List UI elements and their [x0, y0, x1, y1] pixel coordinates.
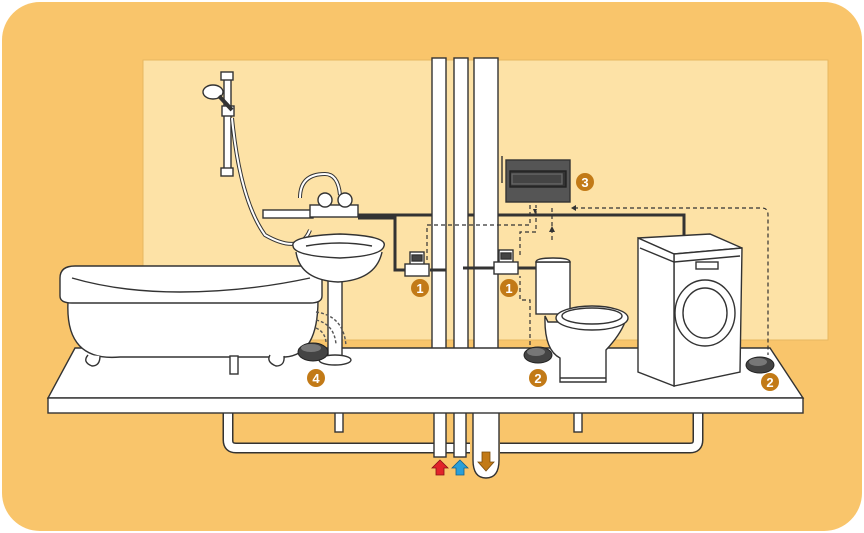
washing-machine: [637, 233, 743, 388]
badge-label: 1: [416, 281, 423, 296]
mixer-tap: [262, 171, 359, 219]
badge-label: 3: [581, 175, 588, 190]
controller: [501, 156, 571, 203]
sensor-toilet: [523, 346, 553, 364]
control-wires: [426, 203, 769, 355]
badge-valve-left: 1: [411, 279, 429, 297]
underfloor-pipes: [222, 411, 704, 479]
sensor-washer: [745, 356, 775, 374]
washbasin: [292, 233, 385, 366]
badge-label: 2: [534, 371, 541, 386]
badge-controller: 3: [576, 173, 594, 191]
badge-label: 4: [312, 371, 320, 386]
sensor-wireless: [297, 342, 329, 362]
bathtub: [59, 265, 323, 375]
valve-right: [493, 249, 519, 275]
wire-arrows: [533, 205, 576, 232]
badge-label: 2: [766, 375, 773, 390]
badge-sensor-wireless: 4: [307, 369, 325, 387]
badge-sensor-washer: 2: [761, 373, 779, 391]
cold-water-arrow-icon: [451, 459, 469, 476]
toilet: [535, 257, 629, 383]
wireless-waves: [315, 311, 347, 347]
hot-water-arrow-icon: [431, 459, 449, 476]
drain-arrow-icon: [477, 451, 495, 472]
badge-label: 1: [505, 281, 512, 296]
risers: [431, 57, 499, 381]
badge-valve-right: 1: [500, 279, 518, 297]
valve-left: [404, 251, 430, 277]
badge-sensor-toilet: 2: [529, 369, 547, 387]
